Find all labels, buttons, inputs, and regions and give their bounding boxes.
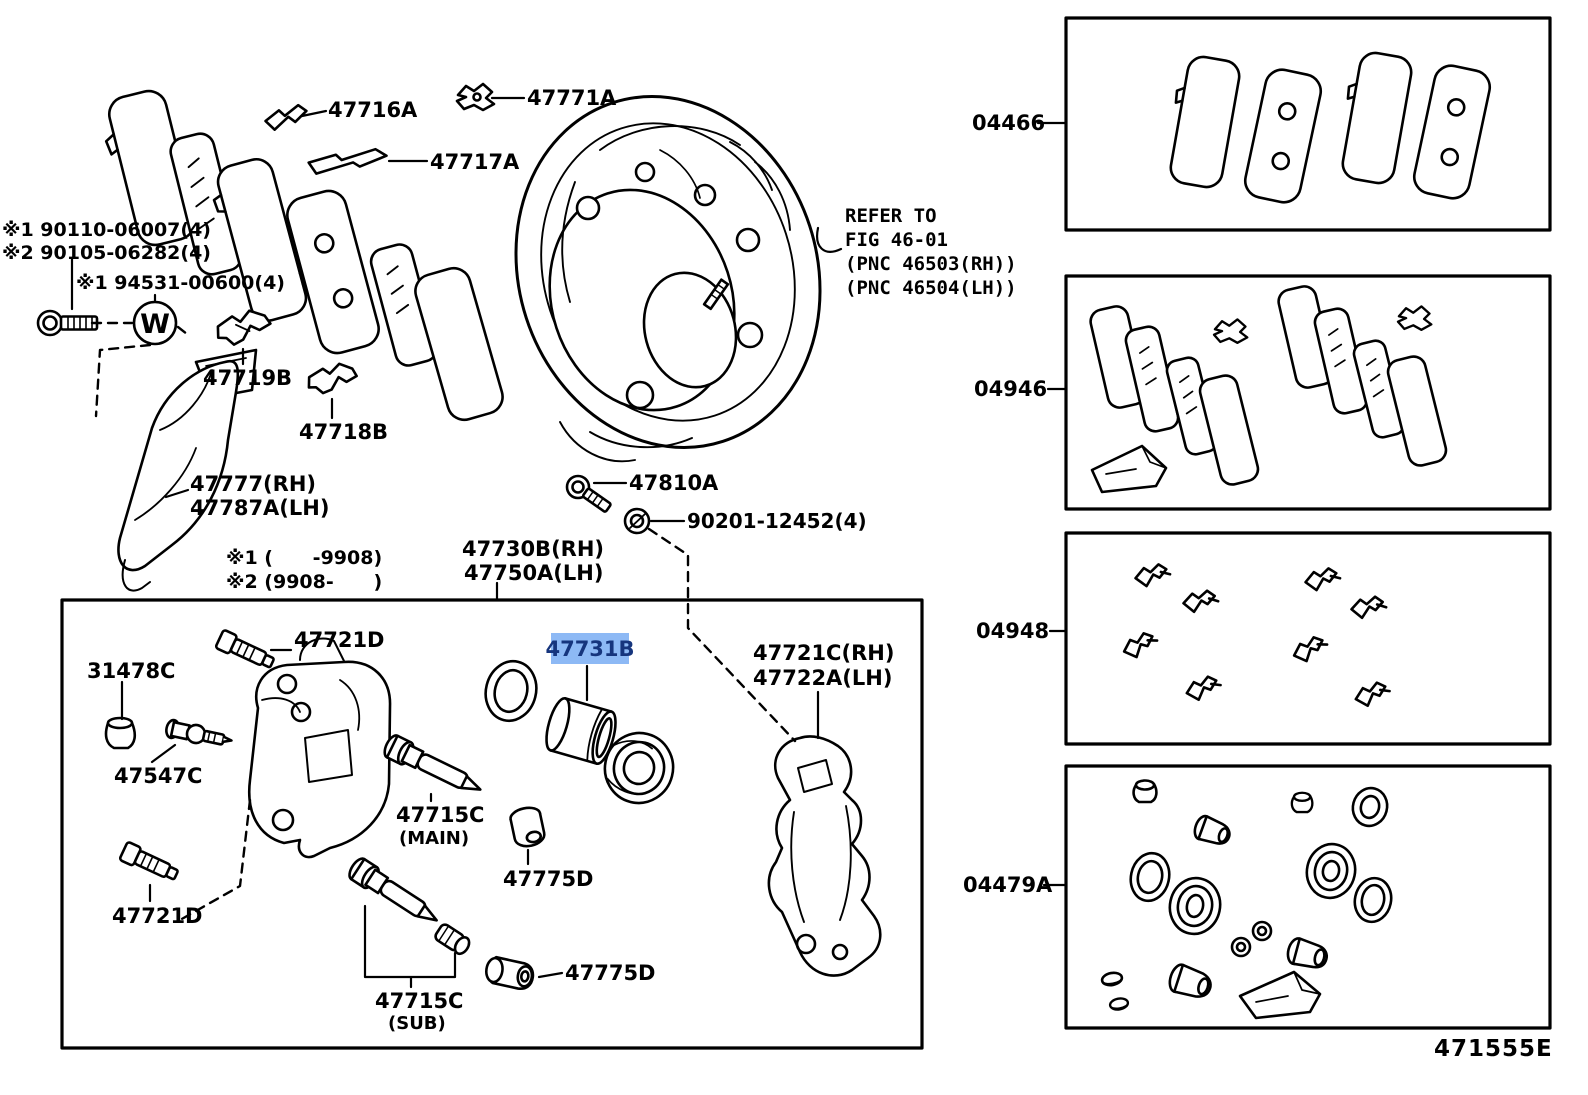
kit-box-04479A [1064,764,1552,1030]
part-47787A: 47787A(LH) [190,496,330,520]
part-47717A: 47717A [430,150,520,174]
kit-04466-pads-drawing [1169,51,1492,204]
piston-seal-drawing [484,659,538,723]
piston-47731B-drawing [545,697,617,765]
note-main: (MAIN) [399,828,470,849]
note-90105: ※2 90105-06282(4) [2,242,211,264]
refer-note-line-2: FIG 46-01 [845,229,948,251]
part-47771A: 47771A [527,86,617,110]
part-47775D-lower: 47775D [565,961,656,985]
note-period-2: ※2 (9908- ) [226,571,383,593]
callout-lines [70,96,1067,989]
kit-04948: 04948 [976,619,1050,643]
cap-31478C-drawing [104,716,137,750]
mount-bracket-47721C-drawing [767,735,882,977]
washer-mark: W [140,309,170,340]
part-47716A: 47716A [328,98,418,122]
backing-plate-drawing [514,95,822,463]
pin-sleeve-drawing [434,923,471,956]
bolt-47810A-drawing [565,474,612,513]
dust-shield-drawing [117,348,258,592]
bolt-90110-drawing [36,309,99,337]
part-47777: 47777(RH) [190,472,316,496]
part-47775D-middle: 47775D [503,867,594,891]
part-47721D-lower: 47721D [112,904,203,928]
bushing-47775D-lower-drawing [485,955,535,991]
clip-47718B-icon [307,362,358,395]
part-47721C: 47721C(RH) [753,641,895,665]
kit-04948-clips-drawing [1122,563,1391,708]
bolt-47721D-upper-drawing [214,629,275,669]
clip-47717A-icon [307,147,388,175]
pin-47715C-main-drawing [383,734,482,791]
note-sub: (SUB) [388,1013,446,1034]
caliper-assembly-box [60,598,924,1050]
kit-box-04466 [1064,16,1552,232]
kit-box-04946 [1064,274,1552,511]
washer-94531-drawing: W [132,300,178,346]
nut-90201-drawing [623,507,651,535]
bleeder-47547C-drawing [165,718,233,746]
clip-47716A-icon [264,103,308,131]
refer-note-line-1: REFER TO [845,205,937,227]
kit-04946: 04946 [974,377,1048,401]
kit-04479A: 04479A [963,873,1053,897]
bolt-47721D-lower-drawing [118,841,179,881]
part-47719B: 47719B [203,366,293,390]
brake-pads-drawing [104,89,504,422]
part-47730B: 47730B(RH) [462,537,605,561]
clip-47719B-icon [216,309,272,346]
piston-boot-drawing [603,731,675,805]
part-47722A: 47722A(LH) [753,666,893,690]
part-31478C: 31478C [87,659,176,683]
clip-47771A-icon [455,82,496,112]
kit-04479A-seals-drawing [1100,779,1393,1020]
kit-04466: 04466 [972,111,1046,135]
kit-box-04948 [1064,531,1552,746]
figure-code: 471555E [1434,1036,1553,1062]
part-47810A: 47810A [629,471,719,495]
note-94531: ※1 94531-00600(4) [76,272,285,294]
bushing-47775D-middle-drawing [509,806,546,848]
part-47750A: 47750A(LH) [464,561,604,585]
part-47715C-main: 47715C [396,803,485,827]
part-47547C: 47547C [114,764,203,788]
note-90110: ※1 90110-06007(4) [2,219,211,241]
dashed-leader-lines [90,321,797,922]
refer-note-line-4: (PNC 46504(LH)) [845,277,1017,299]
pin-47715C-sub-drawing [348,857,438,922]
part-47721D-upper: 47721D [294,628,385,652]
note-period-1: ※1 ( -9908) [226,547,383,569]
selected-part-label[interactable]: 47731B [545,633,635,664]
part-90201: 90201-12452(4) [687,509,867,533]
part-47718B: 47718B [299,420,389,444]
caliper-body-drawing [247,637,392,859]
part-47715C-sub: 47715C [375,989,464,1013]
kit-04946-shims-drawing [1089,285,1448,494]
refer-note-line-3: (PNC 46503(RH)) [845,253,1017,275]
